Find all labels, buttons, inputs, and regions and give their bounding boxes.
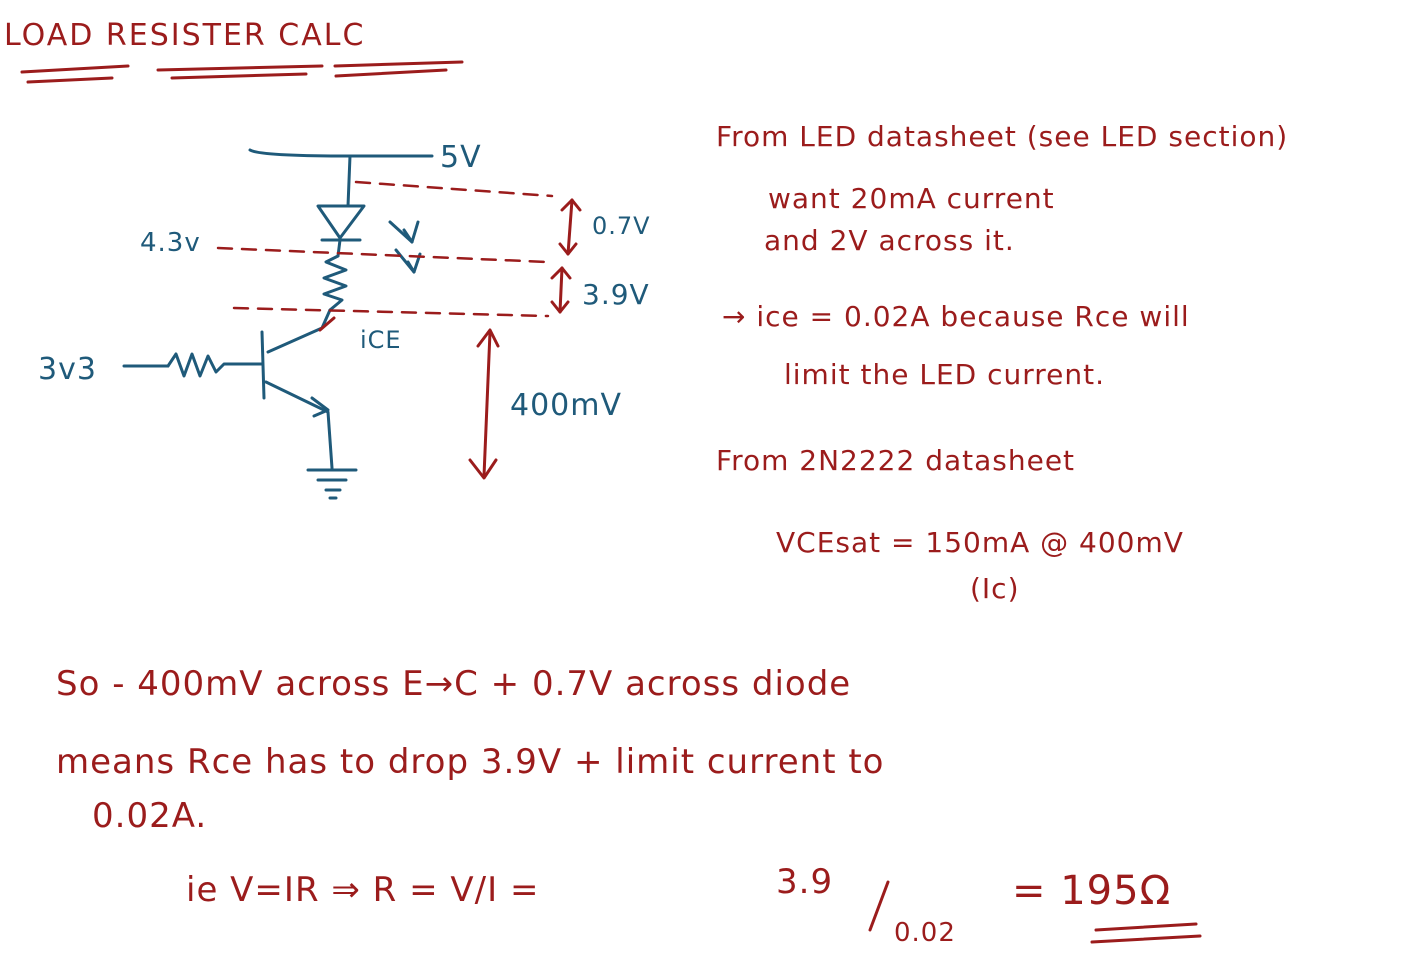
ref-line-5v xyxy=(354,180,554,198)
ice-label: iCE xyxy=(360,326,402,354)
ref-line-4v3 xyxy=(216,246,550,264)
equation-numerator: 3.9 xyxy=(776,862,834,902)
title-underlines xyxy=(20,60,464,84)
ice-note-line2: limit the LED current. xyxy=(784,358,1106,391)
vcesat-note: VCEsat = 150mA @ 400mV xyxy=(776,526,1184,559)
ce-drop-label: 400mV xyxy=(510,388,623,423)
led-symbol xyxy=(316,204,366,240)
conclusion-line1: So - 400mV across E→C + 0.7V across diod… xyxy=(56,664,852,704)
transistor-emitter xyxy=(264,380,334,470)
arrow-3v9 xyxy=(558,266,564,314)
node-voltage-label: 4.3v xyxy=(140,228,201,258)
equation-marks xyxy=(868,880,1202,944)
input-voltage-label: 3v3 xyxy=(38,352,97,387)
fraction-slash xyxy=(868,880,890,932)
voltage-reference-lines xyxy=(216,180,554,318)
led-note-line3: and 2V across it. xyxy=(764,224,1015,257)
emitter-arrow xyxy=(310,396,330,418)
equation-prefix: ie V=IR ⇒ R = V/I = xyxy=(186,870,540,910)
ref-line-400mv xyxy=(232,306,550,318)
page-title: LOAD RESISTER CALC xyxy=(4,18,366,53)
resistor-drop-label: 3.9V xyxy=(582,278,650,311)
voltage-drop-arrows xyxy=(318,198,582,480)
led-supply-wire xyxy=(346,154,352,208)
equation-denominator: 0.02 xyxy=(894,918,956,948)
ground-symbol xyxy=(306,468,358,500)
ice-note-line1: → ice = 0.02A because Rce will xyxy=(722,300,1190,333)
supply-voltage-label: 5V xyxy=(440,140,482,175)
ice-arrow xyxy=(318,316,336,332)
conclusion-line2: means Rce has to drop 3.9V + limit curre… xyxy=(56,742,885,782)
led-drop-label: 0.7V xyxy=(592,212,651,240)
circuit-schematic xyxy=(122,148,434,500)
result-underline-1 xyxy=(1094,922,1198,932)
transistor-note-line1: From 2N2222 datasheet xyxy=(716,444,1076,477)
collector-resistor xyxy=(322,254,348,312)
led-note-line1: From LED datasheet (see LED section) xyxy=(716,120,1289,153)
arrow-400mv xyxy=(482,330,492,478)
ic-note: (Ic) xyxy=(970,572,1020,605)
result-underline-2 xyxy=(1090,934,1202,944)
conclusion-line3: 0.02A. xyxy=(92,796,208,836)
arrow-0v7 xyxy=(566,198,574,256)
supply-rail xyxy=(248,148,434,158)
base-resistor xyxy=(166,352,264,378)
equation-result: = 195Ω xyxy=(1012,868,1172,914)
led-note-line2: want 20mA current xyxy=(768,182,1055,215)
